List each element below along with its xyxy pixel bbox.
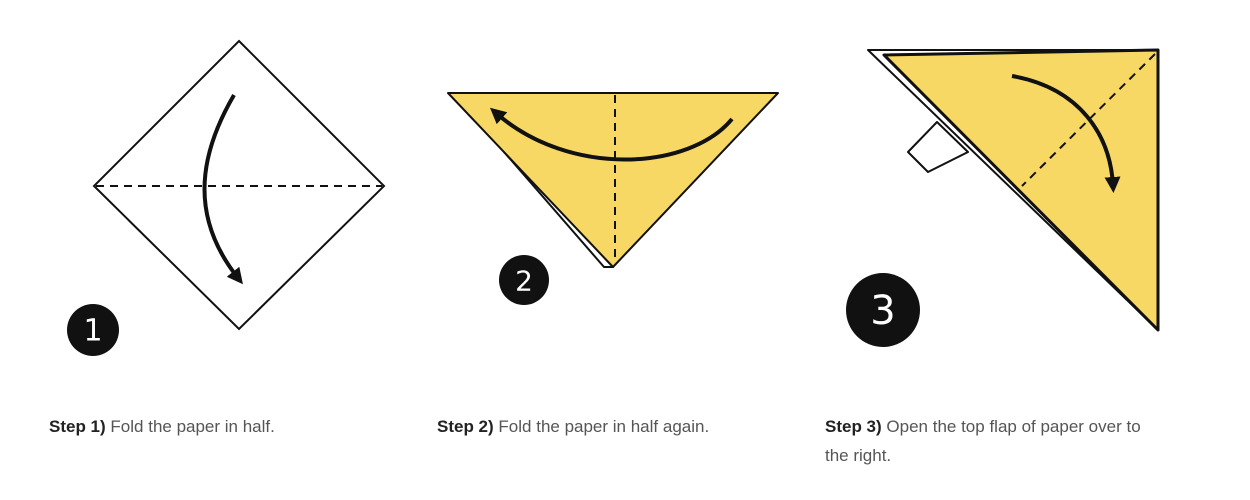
step-number: 3 — [870, 288, 895, 334]
paper-tab — [907, 121, 969, 173]
step-3-badge: 3 — [846, 273, 920, 347]
step-label: Step 2) — [437, 417, 494, 436]
step-2-figure: 2 — [447, 92, 779, 305]
step-3-caption: Step 3) Open the top flap of paper over … — [825, 412, 1165, 470]
step-2-badge: 2 — [499, 255, 549, 305]
step-label: Step 1) — [49, 417, 106, 436]
step-text: Fold the paper in half. — [110, 417, 275, 436]
step-number: 1 — [83, 314, 102, 349]
fold-line — [1021, 53, 1156, 187]
step-1-figure: 1 — [67, 39, 386, 356]
step-1-badge: 1 — [67, 304, 119, 356]
step-2-caption: Step 2) Fold the paper in half again. — [437, 412, 777, 441]
step-text: Open the top flap of paper over to the r… — [825, 417, 1141, 465]
step-text: Fold the paper in half again. — [498, 417, 710, 436]
step-1-caption: Step 1) Fold the paper in half. — [49, 412, 389, 441]
paper-triangle — [447, 92, 779, 268]
step-number: 2 — [515, 265, 533, 298]
step-label: Step 3) — [825, 417, 882, 436]
paper-triangle — [882, 48, 1160, 332]
folding-diagram: 1 2 3 — [67, 39, 1160, 356]
fold-arrow — [1011, 74, 1121, 193]
fold-arrow — [202, 93, 243, 285]
step-3-figure: 3 — [846, 48, 1160, 347]
fold-arrow — [489, 107, 734, 162]
